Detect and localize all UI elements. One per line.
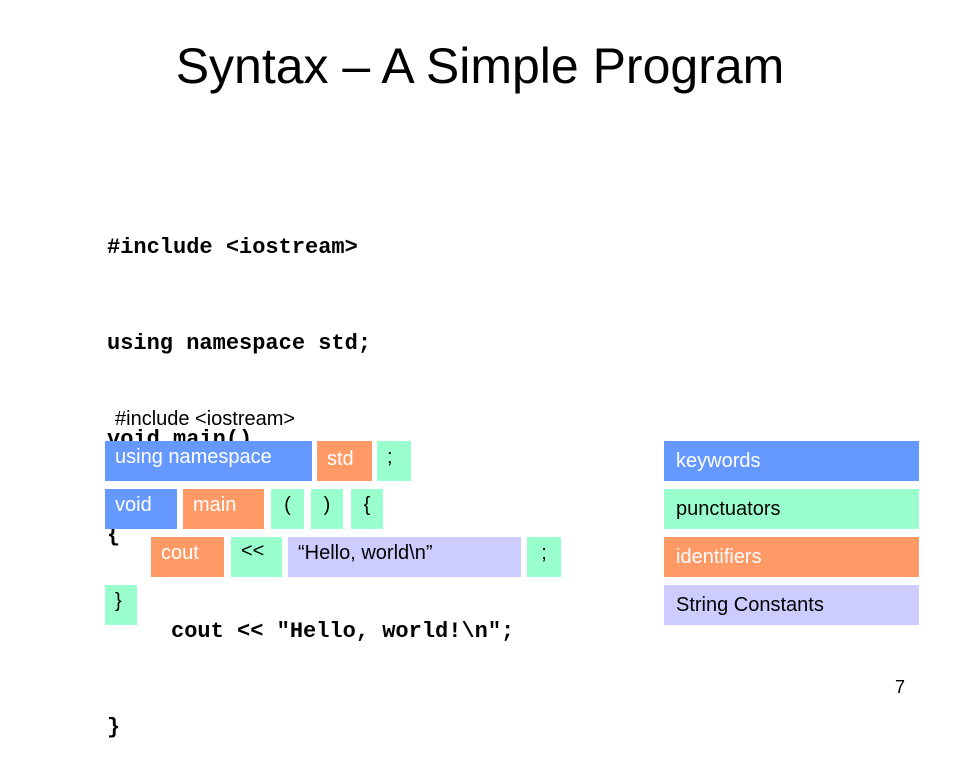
slide-title: Syntax – A Simple Program: [175, 38, 785, 94]
page-number: 7: [894, 677, 905, 697]
token-punctuator-open-brace: {: [351, 489, 383, 529]
token-identifier-std: std: [317, 441, 372, 481]
token-punctuator-semicolon: ;: [527, 537, 561, 577]
token-string-hello-world: “Hello, world\n”: [288, 537, 521, 577]
token-identifier-cout: cout: [151, 537, 224, 577]
legend-identifiers: identifiers: [664, 537, 919, 577]
token-identifier-main: main: [183, 489, 264, 529]
token-punctuator-close-paren: ): [311, 489, 343, 529]
legend-keywords: keywords: [664, 441, 919, 481]
legend-punctuators: punctuators: [664, 489, 919, 529]
token-keyword-void: void: [105, 489, 177, 529]
code-line: #include <iostream>: [107, 235, 358, 260]
code-listing: #include <iostream> using namespace std;…: [107, 168, 514, 776]
code-line: }: [107, 715, 121, 740]
code-line: {: [107, 523, 121, 548]
code-line: cout << "Hello, world!\n";: [171, 619, 515, 644]
token-punctuator-open-paren: (: [271, 489, 304, 529]
include-line-label: #include <iostream>: [115, 408, 296, 430]
token-punctuator-close-brace: }: [105, 585, 137, 625]
token-punctuator-semicolon: ;: [377, 441, 411, 481]
token-keyword-using-namespace: using namespace: [105, 441, 312, 481]
legend-string-constants: String Constants: [664, 585, 919, 625]
code-line: using namespace std;: [107, 331, 372, 356]
token-punctuator-insertion: <<: [231, 537, 282, 577]
